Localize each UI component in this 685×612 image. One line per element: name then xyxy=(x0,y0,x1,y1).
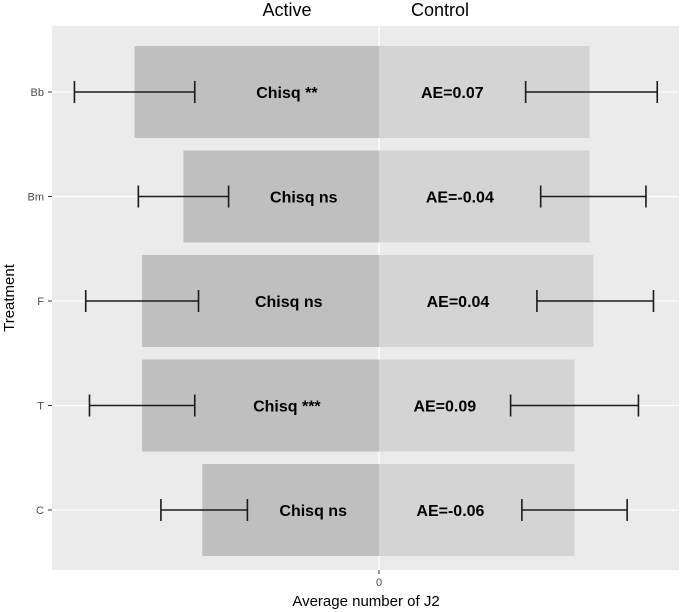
y-tick-label-t: T xyxy=(37,401,44,413)
active-side-label: Active xyxy=(262,0,311,20)
active-label-bm: Chisq ns xyxy=(270,190,338,207)
active-label-bb: Chisq ** xyxy=(256,85,318,102)
control-label-t: AE=0.09 xyxy=(413,399,476,416)
active-label-t: Chisq *** xyxy=(253,399,321,416)
control-label-c: AE=-0.06 xyxy=(416,503,484,520)
y-tick-label-bb: Bb xyxy=(31,87,44,99)
y-tick-label-f: F xyxy=(37,296,44,308)
y-tick-label-bm: Bm xyxy=(28,192,45,204)
control-label-bm: AE=-0.04 xyxy=(426,190,494,207)
active-label-f: Chisq ns xyxy=(255,294,323,311)
active-label-c: Chisq ns xyxy=(279,503,347,520)
x-axis: 0 xyxy=(376,570,382,589)
error-bars xyxy=(73,81,659,521)
bars xyxy=(134,46,594,556)
control-label-bb: AE=0.07 xyxy=(421,85,484,102)
control-label-f: AE=0.04 xyxy=(427,294,490,311)
bar-labels: Chisq ** Chisq ns Chisq ns Chisq *** Chisq n… xyxy=(253,85,494,520)
y-tick-label-c: C xyxy=(36,505,44,517)
x-tick-label-zero: 0 xyxy=(376,577,382,589)
x-axis-title: Average number of J2 xyxy=(292,593,439,610)
y-axis-title: Treatment xyxy=(1,263,18,332)
control-side-label: Control xyxy=(411,0,469,20)
